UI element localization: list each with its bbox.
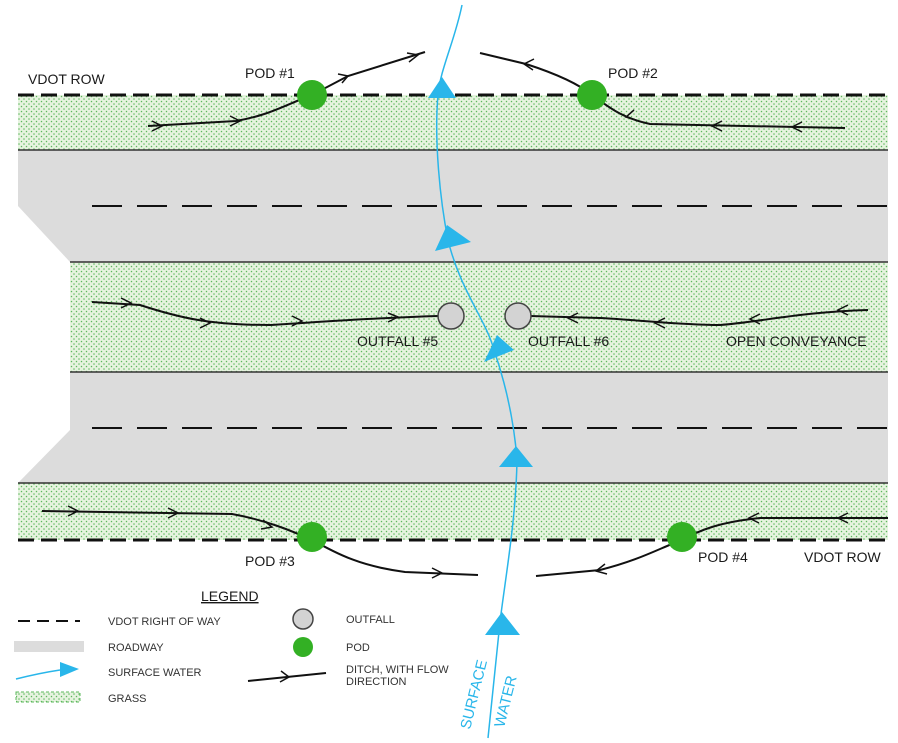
ditch-median-left (91, 301, 439, 327)
surface-water-arrow (435, 225, 471, 251)
flow-arrow (522, 58, 535, 71)
flow-arrow (291, 315, 304, 327)
pod-3-marker (297, 522, 327, 552)
grass-strip-bottom (18, 483, 888, 540)
ditch-median-right (529, 309, 869, 327)
flow-arrow (710, 120, 723, 132)
legend-ditch-label-1: DITCH, WITH FLOW (346, 664, 449, 676)
flow-arrow (836, 512, 849, 524)
legend-surface-water-label: SURFACE WATER (108, 667, 202, 679)
legend-grass-label: GRASS (108, 693, 147, 705)
grass-strip-median (70, 262, 888, 372)
flow-arrow (337, 73, 350, 84)
pod-1-label: POD #1 (245, 65, 295, 81)
flow-arrow (748, 313, 761, 325)
surface-water-arrow (499, 446, 533, 467)
surface-water-arrow (485, 612, 520, 635)
flow-arrow (594, 563, 608, 575)
flow-arrow (836, 304, 849, 316)
flow-arrow (199, 317, 212, 329)
pod-1-marker (297, 80, 327, 110)
vdot-row-label-top: VDOT ROW (28, 71, 106, 87)
surface-water-label-1: SURFACE (457, 658, 491, 731)
legend-ditch-swatch (247, 672, 327, 682)
pod-3-label: POD #3 (245, 553, 295, 569)
legend-ditch-label-2: DIRECTION (346, 676, 407, 688)
surface-water-arrow (428, 77, 456, 98)
flow-arrow (431, 567, 444, 579)
legend-outfall-swatch (292, 608, 314, 630)
flow-arrow (790, 121, 803, 133)
outfall-5-marker (437, 302, 465, 330)
outfall-5-label: OUTFALL #5 (357, 333, 438, 349)
legend-surface-water-arrow (60, 662, 79, 677)
pod-2-label: POD #2 (608, 65, 658, 81)
pod-4-label: POD #4 (698, 549, 748, 565)
flow-arrow (67, 505, 80, 517)
legend-outfall-label: OUTFALL (346, 614, 395, 626)
legend-vdot-row-label: VDOT RIGHT OF WAY (108, 616, 221, 628)
flow-arrow (151, 120, 164, 132)
vdot-row-label-bottom: VDOT ROW (804, 549, 882, 565)
pod-4-marker (667, 522, 697, 552)
flow-arrow (387, 312, 400, 323)
legend-roadway-swatch (14, 641, 84, 652)
legend-pod-label: POD (346, 642, 370, 654)
outfall-6-label: OUTFALL #6 (528, 333, 609, 349)
flow-arrow (624, 109, 637, 121)
legend-pod-swatch (293, 637, 313, 657)
surface-water-arrow (484, 335, 514, 362)
legend-roadway-label: ROADWAY (108, 642, 164, 654)
legend-grass-swatch (15, 691, 81, 703)
grass-strip-top (18, 95, 888, 150)
flow-arrow (566, 312, 579, 324)
flow-arrow (260, 519, 274, 530)
flow-arrow (747, 512, 760, 524)
legend: LEGEND VDOT RIGHT OF WAY ROADWAY SURFACE… (14, 588, 449, 705)
legend-title: LEGEND (201, 588, 259, 604)
surface-water-label-2: WATER (491, 674, 520, 729)
flow-arrow (167, 507, 180, 519)
flow-arrow (406, 52, 420, 63)
flow-arrow (229, 115, 242, 127)
flow-arrow (653, 317, 666, 329)
pod-2-marker (577, 80, 607, 110)
flow-arrow (120, 297, 133, 309)
legend-ditch-arrow (279, 670, 291, 683)
open-conveyance-label: OPEN CONVEYANCE (726, 333, 867, 349)
legend-surface-water-swatch (15, 669, 61, 680)
outfall-6-marker (504, 302, 532, 330)
